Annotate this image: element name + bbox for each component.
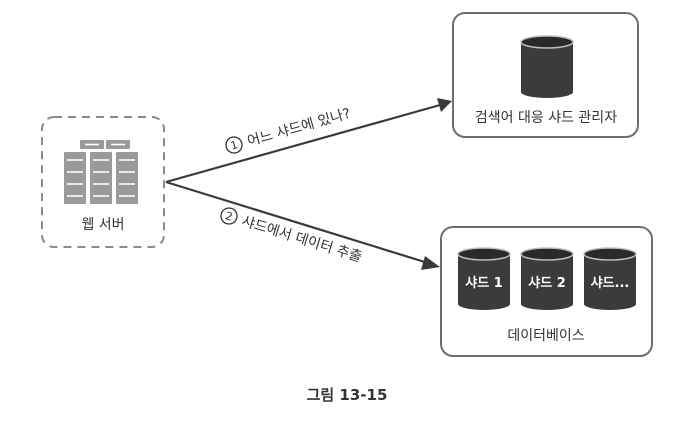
web-server-label: 웹 서버 <box>81 217 124 233</box>
query-arrow-head <box>437 98 452 112</box>
figure-caption: 그림 13-15 <box>307 386 388 404</box>
fetch-arrow-line <box>165 180 429 265</box>
step-2-circle <box>220 207 238 225</box>
database-label: 데이터베이스 <box>507 328 584 344</box>
server-icon <box>64 140 138 204</box>
web-server-node: 웹 서버 <box>41 116 165 248</box>
database-node: 샤드 1 샤드 2 샤드... 데이터베이스 <box>440 226 653 357</box>
step-2-number: 2 <box>224 209 235 223</box>
query-arrow-line <box>165 103 441 184</box>
shard-2-label: 샤드 2 <box>528 275 566 291</box>
shard-manager-label: 검색어 대응 샤드 관리자 <box>475 110 617 126</box>
shard-more-label: 샤드... <box>591 275 630 291</box>
shard-1: 샤드 1 <box>457 247 511 310</box>
shard-manager-node: 검색어 대응 샤드 관리자 <box>452 12 639 138</box>
fetch-arrow-label: 샤드에서 데이터 추출 <box>240 213 364 265</box>
shard-more: 샤드... <box>583 247 637 310</box>
query-arrow: 1 어느 샤드에 있나? <box>165 98 452 184</box>
step-1-number: 1 <box>229 138 239 152</box>
shard-1-label: 샤드 1 <box>465 275 503 291</box>
step-1-circle <box>225 136 243 154</box>
fetch-arrow: 2 샤드에서 데이터 추출 <box>165 180 440 270</box>
query-arrow-label: 어느 샤드에 있나? <box>246 106 353 150</box>
shard-2: 샤드 2 <box>520 247 574 310</box>
database-icon <box>520 35 574 98</box>
fetch-arrow-head <box>421 256 440 270</box>
